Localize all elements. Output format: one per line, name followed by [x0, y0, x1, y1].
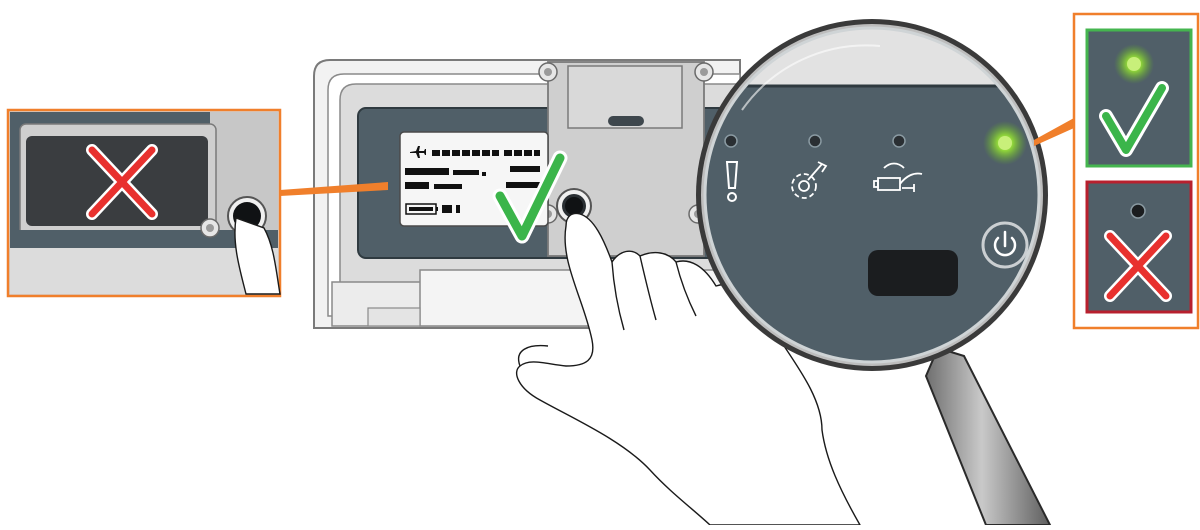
power-icon[interactable]	[981, 221, 1029, 269]
fail-panel	[1085, 180, 1193, 314]
indicator-alert	[724, 134, 739, 202]
check-icon	[492, 150, 568, 244]
display-text-row-1	[432, 150, 540, 156]
magnifier-power-led	[983, 121, 1027, 165]
ok-panel	[1085, 28, 1193, 168]
exclamation-icon	[725, 161, 739, 202]
led-off	[1130, 203, 1146, 219]
led-on	[1114, 44, 1154, 84]
magnifier-handle	[924, 346, 1052, 526]
callout-left	[6, 108, 388, 298]
cross-icon	[1104, 230, 1172, 302]
battery-plug-icon	[873, 162, 923, 192]
callout-right	[1034, 12, 1200, 330]
magnifier	[696, 19, 1052, 526]
indicator-battery	[873, 134, 923, 192]
indicator-service	[791, 134, 828, 199]
battery-indicator	[405, 203, 460, 215]
display-text-row-2	[405, 166, 540, 176]
hand-illustration	[515, 212, 861, 526]
display-text-row-3	[405, 182, 542, 189]
cross-icon	[86, 144, 158, 220]
airplane-icon	[410, 146, 426, 158]
wrench-gear-icon	[791, 161, 828, 199]
check-icon	[1099, 81, 1169, 157]
